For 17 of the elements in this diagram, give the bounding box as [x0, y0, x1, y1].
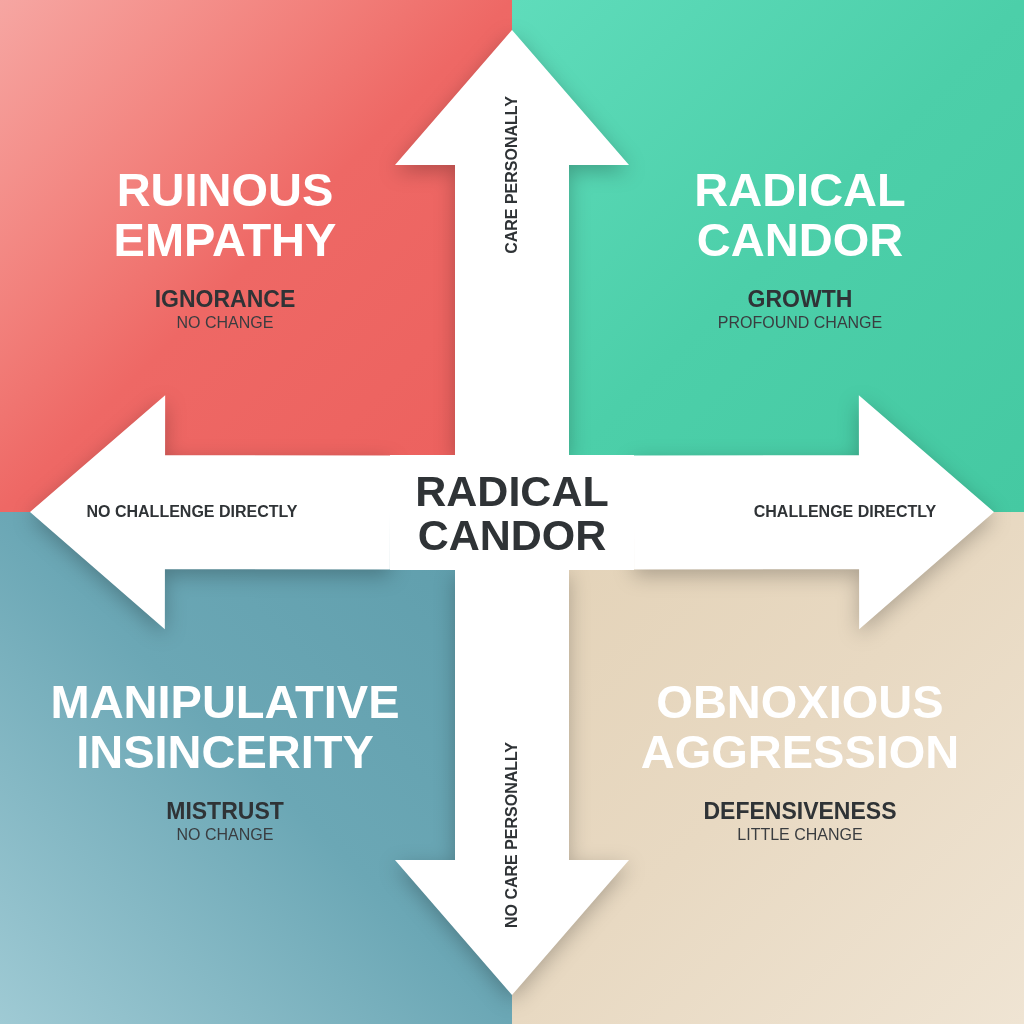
- quadrant-title: RADICAL CANDOR: [693, 165, 907, 265]
- quadrant-note: NO CHANGE: [176, 825, 274, 845]
- quadrant-note: LITTLE CHANGE: [737, 825, 863, 845]
- quadrant-title: RUINOUS EMPATHY: [112, 165, 338, 265]
- quadrant-subtitle: DEFENSIVENESS: [703, 797, 897, 825]
- arrow: [633, 395, 994, 630]
- quadrant-subtitle: MISTRUST: [166, 797, 284, 825]
- center-title: RADICAL CANDOR: [414, 468, 610, 557]
- arrow: [395, 30, 629, 455]
- quadrant-subtitle: GROWTH: [747, 285, 853, 313]
- quadrant-title: MANIPULATIVE INSINCERITY: [49, 677, 401, 777]
- arrow: [395, 570, 629, 995]
- quadrant-note: PROFOUND CHANGE: [717, 313, 883, 333]
- arrow: [30, 395, 391, 630]
- quadrant-note: NO CHANGE: [176, 313, 274, 333]
- quadrant-title: OBNOXIOUS AGGRESSION: [639, 677, 961, 777]
- quadrant-subtitle: IGNORANCE: [154, 285, 296, 313]
